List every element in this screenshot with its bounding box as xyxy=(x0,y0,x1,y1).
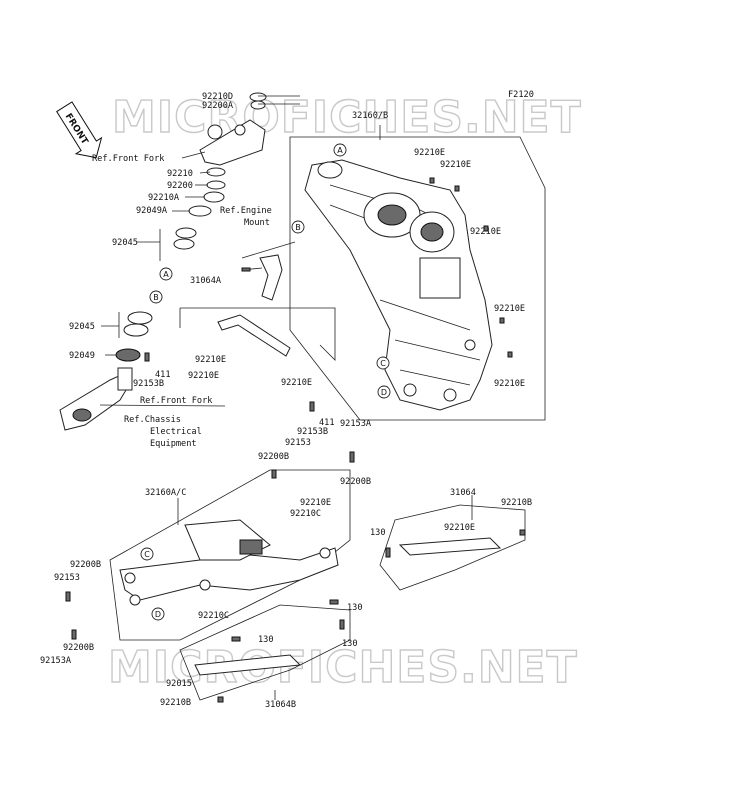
part-label: 411 xyxy=(155,370,171,380)
sub-arm xyxy=(179,307,336,361)
svg-text:D: D xyxy=(381,388,387,397)
svg-text:A: A xyxy=(337,146,343,155)
svg-text:B: B xyxy=(153,293,159,302)
part-label: 32160/B xyxy=(352,111,388,121)
callout-a-left: A xyxy=(159,267,173,281)
part-label: 31064A xyxy=(190,276,222,286)
part-label: 31064 xyxy=(450,488,476,498)
part-label: 92200 xyxy=(167,181,193,191)
callout-c-bottom: C xyxy=(140,547,154,561)
part-label: 92153B xyxy=(297,427,328,437)
part-label: 92210C xyxy=(290,509,321,519)
part-label: 92210E xyxy=(195,355,226,365)
ref-chassis-3: Equipment xyxy=(150,439,197,449)
main-frame xyxy=(304,159,493,411)
part-label: 130 xyxy=(347,603,363,613)
callout-d-bottom: D xyxy=(151,607,165,621)
right-stay xyxy=(379,504,526,591)
part-label: 92210E xyxy=(440,160,471,170)
part-label: 92210E xyxy=(300,498,331,508)
part-label: 92153B xyxy=(133,379,164,389)
callout-b-top: B xyxy=(291,220,305,234)
part-label: 92200B xyxy=(340,477,371,487)
part-label: 92049A xyxy=(136,206,168,216)
part-label: 92045 xyxy=(112,238,138,248)
part-label: 92210E xyxy=(414,148,445,158)
part-label: 92210E xyxy=(281,378,312,388)
ref-front-fork-bottom: Ref.Front Fork xyxy=(140,396,213,406)
part-label: 92015 xyxy=(166,679,192,689)
part-label: 130 xyxy=(370,528,386,538)
leader-lines xyxy=(99,95,473,700)
svg-text:C: C xyxy=(380,359,386,368)
steering-stack xyxy=(59,92,267,431)
watermark-top: MICROFICHES.NET xyxy=(112,92,582,143)
ref-chassis-1: Ref.Chassis xyxy=(124,415,181,425)
ref-front-fork-top: Ref.Front Fork xyxy=(92,154,165,164)
part-label: 32160A/C xyxy=(145,488,186,498)
ref-engine-mount-1: Ref.Engine xyxy=(220,206,272,216)
part-label: 92210E xyxy=(494,304,525,314)
part-label: 92153A xyxy=(340,419,372,429)
svg-text:A: A xyxy=(163,270,169,279)
part-label: 92153 xyxy=(54,573,80,583)
svg-text:B: B xyxy=(295,223,301,232)
ref-engine-mount-2: Mount xyxy=(244,218,270,228)
bolts xyxy=(65,177,526,703)
part-label: 92210B xyxy=(501,498,532,508)
part-label: 130 xyxy=(258,635,274,645)
ref-chassis-2: Electrical xyxy=(150,427,202,437)
part-label: 92045 xyxy=(69,322,95,332)
upper-frame-box xyxy=(289,136,546,421)
part-label: 92153 xyxy=(285,438,311,448)
part-label: 411 xyxy=(319,418,335,428)
part-label: 92210B xyxy=(160,698,191,708)
part-label: 92210E xyxy=(494,379,525,389)
callout-a-top: A xyxy=(333,143,347,157)
part-label: 92210E xyxy=(470,227,501,237)
part-label: 92200A xyxy=(202,101,234,111)
callout-c-top: C xyxy=(376,356,390,370)
watermark-bottom: MICROFICHES.NET xyxy=(108,642,578,693)
callout-d-top: D xyxy=(377,385,391,399)
part-label: 92200B xyxy=(70,560,101,570)
part-label: 31064B xyxy=(265,700,296,710)
part-label: 92200B xyxy=(258,452,289,462)
part-label: 92049 xyxy=(69,351,95,361)
part-label: 130 xyxy=(342,639,358,649)
part-label: 92210 xyxy=(167,169,193,179)
part-label: 92153A xyxy=(40,656,72,666)
callout-b-left: B xyxy=(149,290,163,304)
part-label: 92210C xyxy=(198,611,229,621)
part-label: 92210D xyxy=(202,92,233,102)
svg-text:C: C xyxy=(144,550,150,559)
lower-stay xyxy=(179,604,351,701)
svg-text:D: D xyxy=(155,610,161,619)
part-label: 92210E xyxy=(444,523,475,533)
rear-frame xyxy=(109,469,351,641)
diagram-code: F2120 xyxy=(508,90,534,100)
part-label: 92210E xyxy=(188,371,219,381)
part-label: 92210A xyxy=(148,193,180,203)
part-label: 92200B xyxy=(63,643,94,653)
engine-mount-bracket xyxy=(241,254,283,301)
